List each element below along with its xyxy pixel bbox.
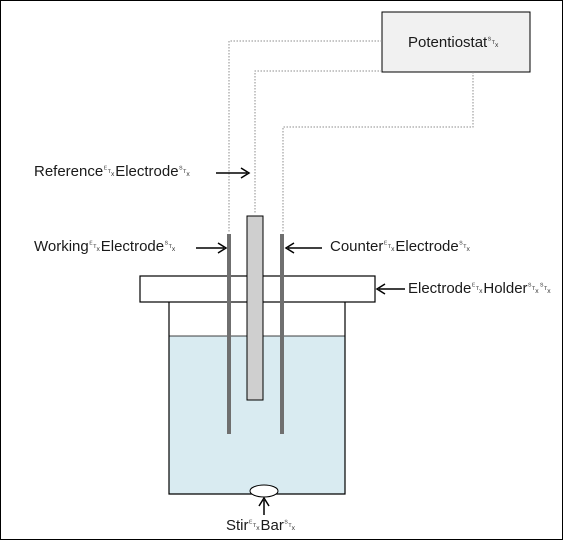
- wire-reference: [254, 70, 382, 214]
- arrow-reference: [216, 167, 251, 179]
- counter-electrode-label: Counter␃Electrode␂: [330, 238, 471, 255]
- working-electrode-label: Working␃Electrode␂: [34, 238, 177, 255]
- wire-working: [228, 40, 382, 232]
- arrow-holder: [375, 283, 405, 295]
- working-electrode-rod: [227, 234, 231, 434]
- electrode-holder-label: Electrode␃Holder␂␂: [408, 280, 552, 297]
- arrow-working: [196, 242, 228, 254]
- arrow-stir-bar: [258, 496, 270, 515]
- counter-electrode-rod: [280, 234, 284, 434]
- arrow-counter: [284, 242, 322, 254]
- reference-electrode-label: Reference␃Electrode␂: [34, 163, 191, 180]
- wire-counter: [282, 72, 474, 232]
- potentiostat-box: [381, 11, 531, 73]
- reference-electrode-rod: [246, 215, 264, 401]
- potentiostat-label: Potentiostat␂: [408, 34, 500, 51]
- stir-bar: [249, 484, 279, 498]
- stir-bar-label: Stir␃Bar␂: [226, 517, 296, 534]
